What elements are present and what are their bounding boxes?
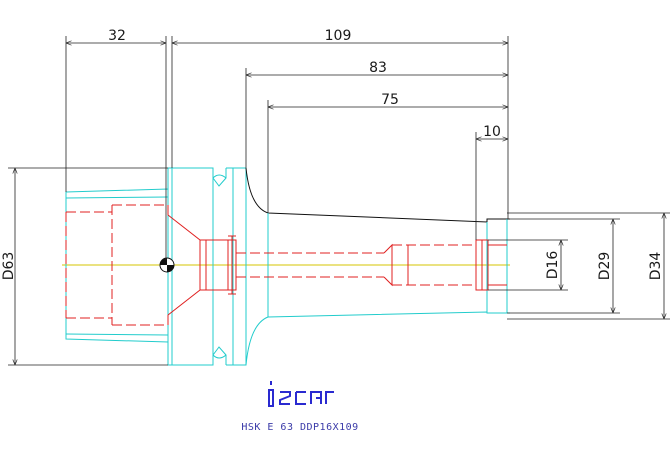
iscar-logo bbox=[268, 381, 334, 407]
center-mark bbox=[159, 257, 175, 273]
dimension-10-label: 10 bbox=[483, 124, 501, 140]
dimension-75: 75 bbox=[267, 92, 508, 213]
dimension-109-label: 109 bbox=[325, 28, 352, 44]
dimension-10: 10 bbox=[475, 124, 508, 240]
tool-caption: HSK E 63 DDP16X109 bbox=[241, 422, 358, 433]
dimension-83-label: 83 bbox=[369, 60, 387, 76]
dimension-d29-label: D29 bbox=[597, 252, 613, 281]
internal-bore bbox=[65, 204, 507, 326]
dimension-75-label: 75 bbox=[381, 92, 399, 108]
dimension-32-label: 32 bbox=[108, 28, 126, 44]
dimension-d29: D29 bbox=[507, 218, 620, 314]
flange bbox=[167, 167, 247, 366]
dimension-109: 109 bbox=[171, 28, 509, 219]
dimension-d16: D16 bbox=[488, 239, 568, 291]
dimension-d63-label: D63 bbox=[1, 252, 17, 281]
taper-body bbox=[245, 167, 510, 366]
dimension-d63: D63 bbox=[1, 167, 168, 366]
dimension-83: 83 bbox=[245, 60, 508, 168]
dimension-d34-label: D34 bbox=[648, 252, 664, 281]
dimension-32: 32 bbox=[65, 28, 167, 260]
dimension-d16-label: D16 bbox=[545, 251, 561, 280]
dimension-d34: D34 bbox=[507, 212, 670, 320]
